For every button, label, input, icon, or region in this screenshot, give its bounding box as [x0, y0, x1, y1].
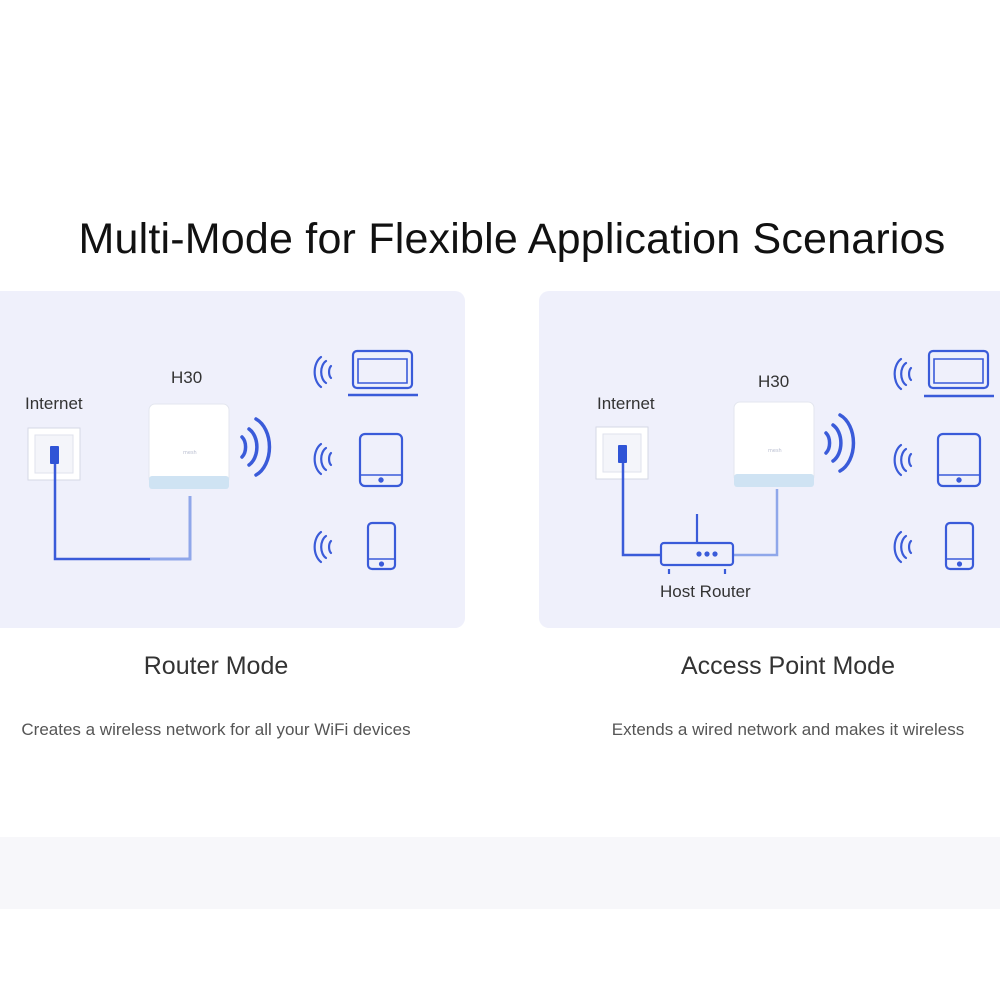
bottom-band — [0, 837, 1000, 909]
phone-icon — [944, 521, 975, 571]
access-point-mode-diagram: Internet H30 Host Router mesh — [539, 291, 1000, 628]
internet-label: Internet — [597, 394, 655, 413]
wifi-signal-icon — [824, 413, 856, 473]
internet-cable — [621, 463, 661, 557]
wifi-signal-small-icon — [313, 530, 333, 564]
svg-text:mesh: mesh — [768, 448, 782, 454]
wifi-signal-small-icon — [313, 442, 333, 476]
wifi-signal-small-icon — [893, 357, 913, 391]
tablet-icon — [358, 432, 404, 488]
host-router-label: Host Router — [660, 582, 751, 601]
device-label: H30 — [171, 368, 202, 387]
access-point-mode-illustration: Internet H30 Host Router mesh — [595, 349, 994, 601]
wifi-signal-icon — [240, 417, 272, 477]
tablet-icon — [936, 432, 982, 488]
cable-to-h30 — [733, 489, 779, 557]
router-mode-description: Creates a wireless network for all your … — [21, 720, 411, 739]
mesh-unit-icon: mesh — [148, 403, 230, 489]
internet-label: Internet — [25, 394, 83, 413]
router-mode-diagram: Internet H30 mesh — [0, 291, 465, 628]
device-label: H30 — [758, 372, 789, 391]
mesh-unit-icon: mesh — [733, 401, 815, 487]
wifi-signal-small-icon — [893, 443, 913, 477]
access-point-mode-title: Access Point Mode — [681, 652, 895, 680]
host-router-icon — [659, 514, 735, 574]
access-point-mode-description: Extends a wired network and makes it wir… — [611, 720, 965, 739]
svg-text:mesh: mesh — [183, 450, 197, 456]
wifi-signal-small-icon — [893, 530, 913, 564]
cable-to-h30 — [150, 496, 192, 561]
page-title: Multi-Mode for Flexible Application Scen… — [78, 215, 946, 263]
wifi-signal-small-icon — [313, 355, 333, 389]
router-mode-illustration: Internet H30 mesh — [25, 349, 418, 571]
laptop-icon — [924, 349, 994, 398]
laptop-icon — [348, 349, 418, 397]
router-mode-title: Router Mode — [143, 652, 289, 680]
phone-icon — [366, 521, 397, 571]
